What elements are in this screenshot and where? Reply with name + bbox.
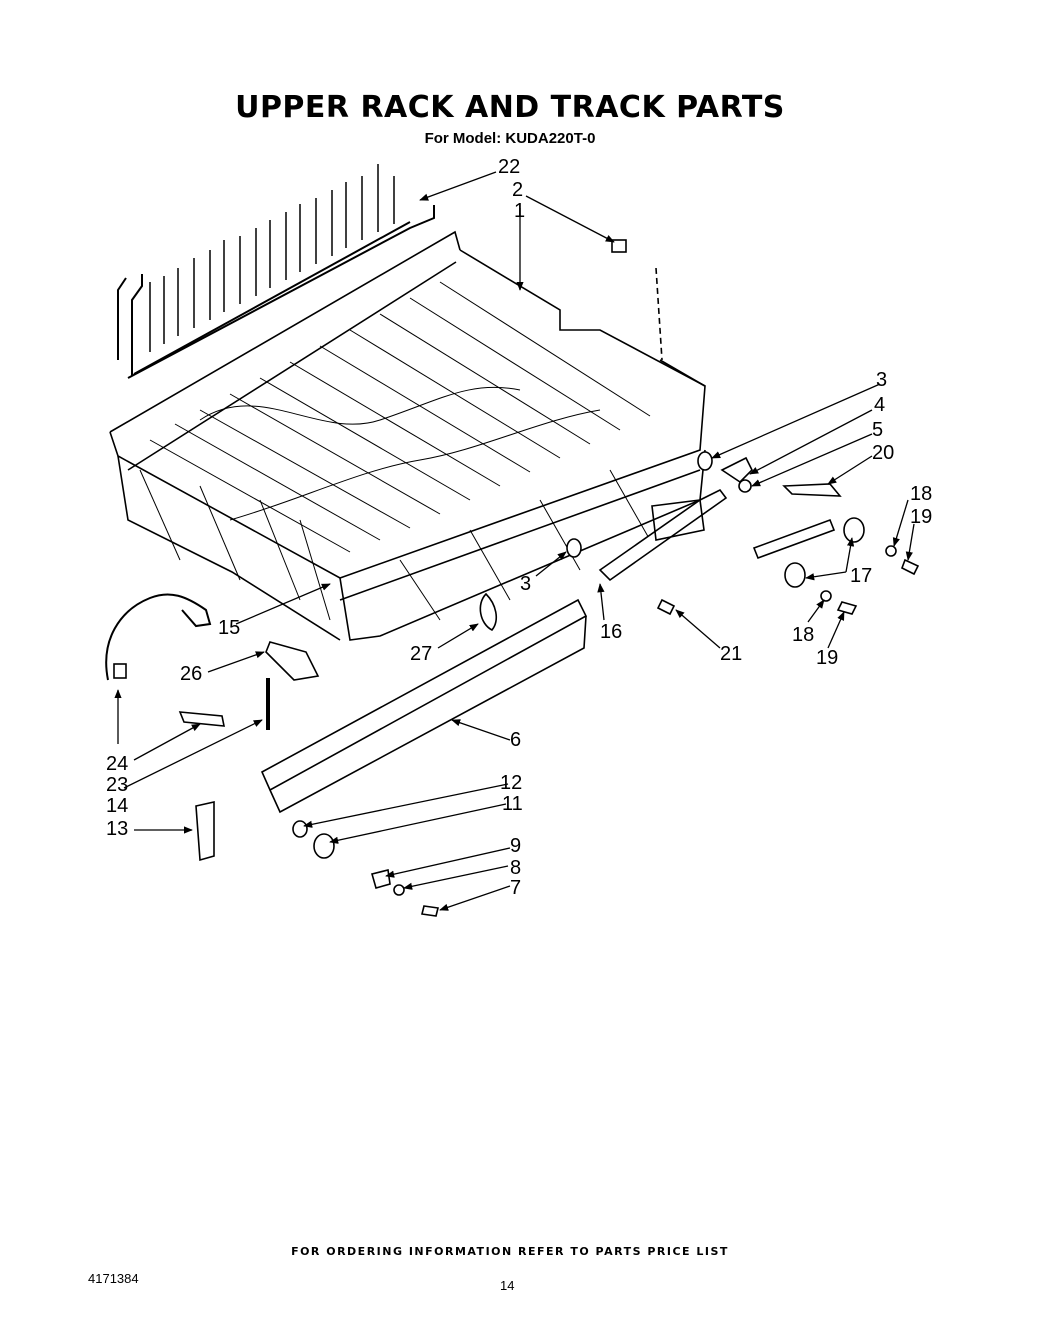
callout-18-upper: 18 — [910, 483, 932, 505]
part-3-roller-left — [566, 538, 582, 558]
part-6-rail — [260, 598, 588, 792]
part-19-screw-a — [900, 558, 920, 576]
part-3-roller-right — [697, 451, 713, 471]
callout-1: 1 — [514, 200, 525, 222]
callout-labels: 22 2 1 3 4 5 20 18 19 17 18 19 3 16 21 1… — [106, 156, 932, 899]
part-20-bracket — [782, 483, 842, 497]
document-number: 4171384 — [88, 1271, 139, 1286]
page-title: UPPER RACK AND TRACK PARTS — [235, 90, 785, 125]
part-9-spacer — [371, 869, 391, 889]
part-5-washer — [738, 479, 752, 493]
callout-14: 14 — [106, 795, 128, 817]
callout-21: 21 — [720, 643, 742, 665]
callout-15: 15 — [218, 617, 240, 639]
callout-leaders — [114, 171, 915, 911]
callout-22: 22 — [498, 156, 520, 178]
callout-16: 16 — [600, 621, 622, 643]
rack-basket — [109, 230, 706, 641]
part-18-washer-a — [885, 545, 897, 557]
callout-17: 17 — [850, 565, 872, 587]
part-2-clip — [611, 239, 627, 253]
callout-12: 12 — [500, 772, 522, 794]
part-13-stop — [195, 801, 215, 862]
part-17-roller-b — [784, 562, 806, 588]
callout-6: 6 — [510, 729, 521, 751]
part-26-endcap — [265, 641, 320, 681]
part-17-roller-a — [843, 517, 865, 543]
model-subtitle: For Model: KUDA220T-0 — [424, 130, 596, 147]
part-27-clip — [479, 592, 498, 632]
part-15-wire-harness — [105, 593, 212, 681]
part-18-washer-b — [820, 590, 832, 602]
part-7-screw — [421, 905, 439, 917]
part-21-screw — [656, 598, 676, 616]
page-number: 14 — [500, 1278, 515, 1293]
callout-5: 5 — [872, 419, 883, 441]
callout-20: 20 — [872, 442, 894, 464]
part-11-roller — [313, 833, 335, 859]
callout-27: 27 — [410, 643, 432, 665]
callout-2: 2 — [512, 179, 523, 201]
callout-19-upper: 19 — [910, 506, 932, 528]
part-19-screw-b — [836, 601, 858, 615]
callout-8: 8 — [510, 857, 521, 879]
ordering-note: FOR ORDERING INFORMATION REFER TO PARTS … — [291, 1245, 729, 1258]
part-4-bracket — [720, 456, 753, 484]
part-8-washer — [393, 884, 405, 896]
hardware-parts — [105, 239, 920, 917]
part-16-track-stop — [598, 488, 728, 582]
tine-rack-part — [117, 164, 435, 379]
part-23-bracket — [178, 711, 225, 727]
part-12-washer — [292, 820, 308, 838]
callout-24: 24 — [106, 753, 128, 775]
callout-11: 11 — [502, 793, 523, 815]
callout-13: 13 — [106, 818, 128, 840]
callout-23: 23 — [106, 774, 128, 796]
callout-19-lower: 19 — [816, 647, 838, 669]
callout-9: 9 — [510, 835, 521, 857]
callout-3-right: 3 — [876, 369, 887, 391]
callout-3-left: 3 — [520, 573, 531, 595]
callout-4: 4 — [874, 394, 885, 416]
callout-18-lower: 18 — [792, 624, 814, 646]
callout-7: 7 — [510, 877, 521, 899]
callout-26: 26 — [180, 663, 202, 685]
